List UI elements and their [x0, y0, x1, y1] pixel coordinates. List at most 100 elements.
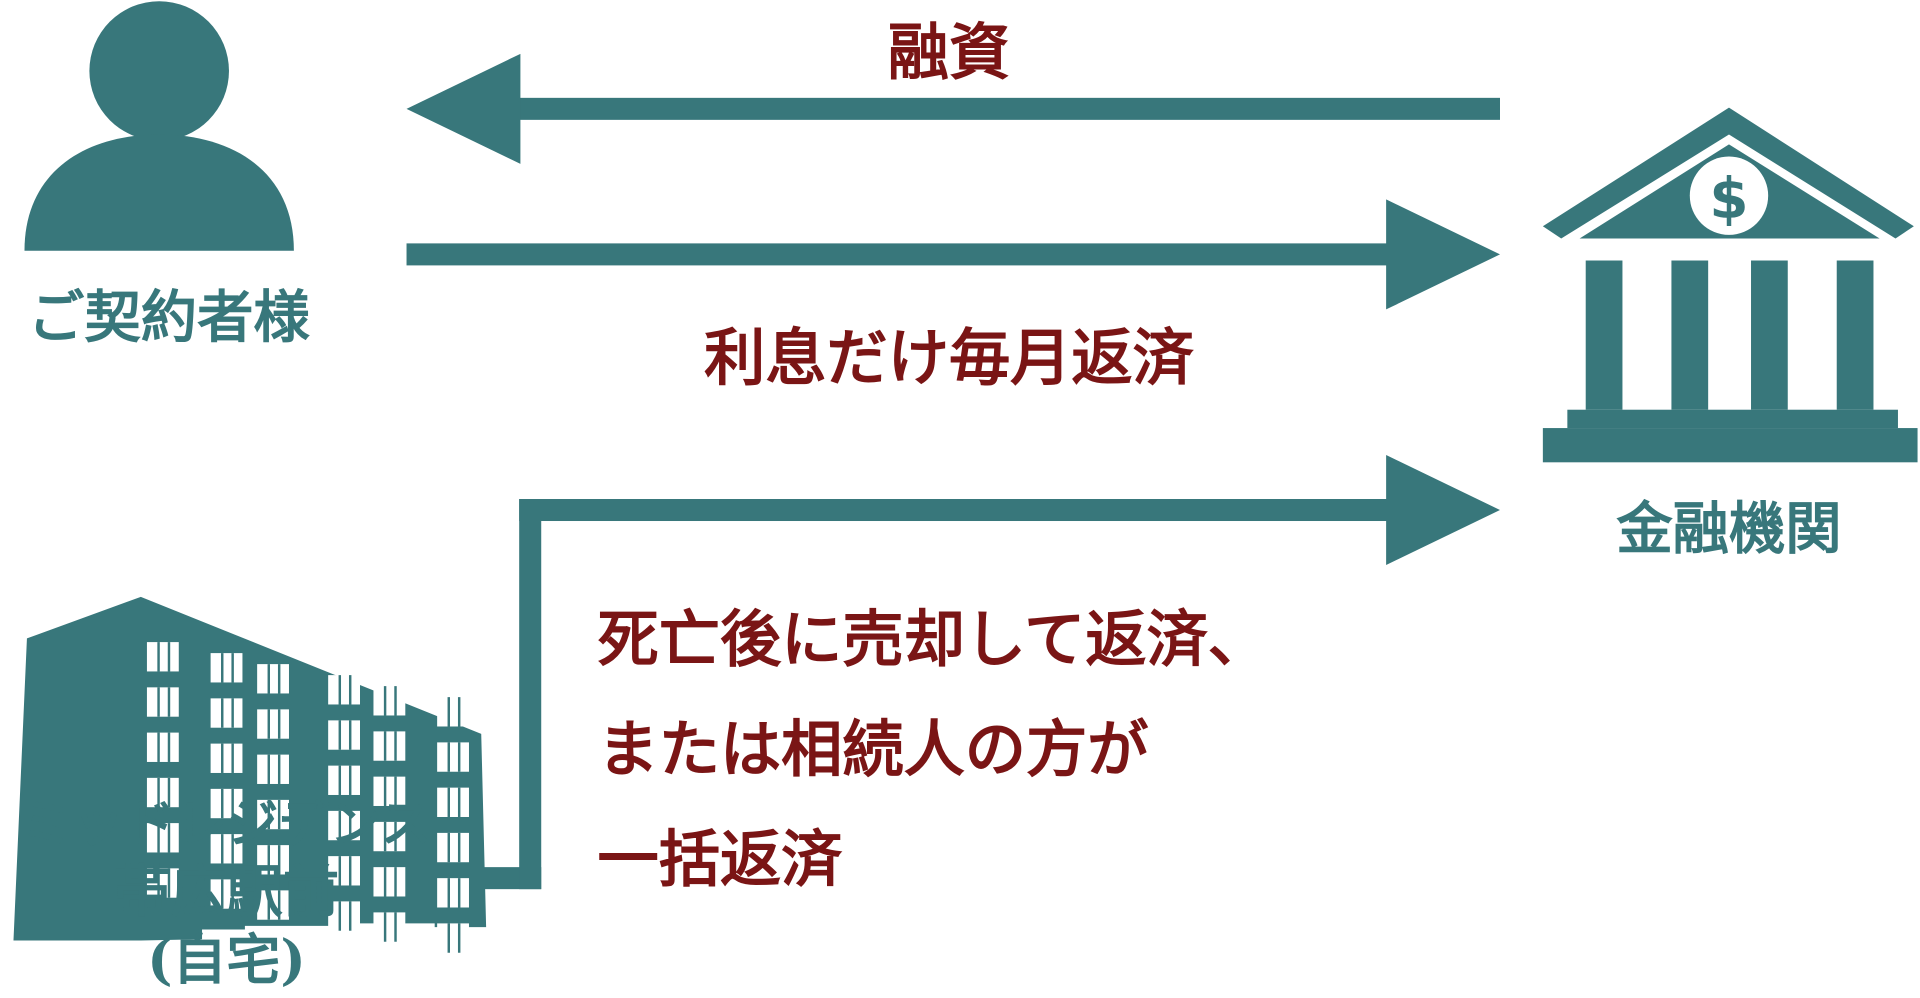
building-window — [146, 823, 179, 853]
window-mullion — [383, 686, 387, 716]
building-windows — [146, 642, 469, 953]
window-mullion — [231, 834, 234, 864]
window-mullion — [277, 664, 281, 694]
window-mullion — [277, 799, 281, 830]
bank-label: 金融機関 — [1615, 496, 1841, 562]
window-mullion — [221, 653, 224, 683]
window-mullion — [267, 754, 270, 784]
window-mullion — [338, 810, 342, 841]
building-window — [373, 731, 406, 761]
interest-arrow — [406, 199, 1500, 310]
building-window — [257, 709, 289, 739]
home-label-line3: (自宅) — [147, 927, 306, 991]
building-window — [328, 765, 360, 795]
window-mullion — [348, 675, 352, 705]
window-mullion — [231, 788, 234, 819]
building-window — [437, 697, 469, 727]
building-window — [373, 867, 406, 897]
building-window — [146, 687, 179, 717]
building-window — [210, 879, 243, 909]
window-mullion — [447, 832, 450, 863]
building-window — [373, 776, 406, 806]
window-mullion — [383, 776, 387, 806]
repayment-label-line3: 一括返済 — [598, 825, 844, 896]
building-window — [437, 878, 469, 908]
building-window — [373, 912, 406, 942]
building-window — [210, 743, 243, 773]
window-mullion — [447, 878, 450, 908]
window-mullion — [348, 901, 352, 931]
building-window — [328, 675, 360, 705]
building-window — [257, 754, 289, 784]
window-mullion — [394, 821, 397, 852]
window-mullion — [338, 720, 342, 750]
window-mullion — [267, 845, 270, 875]
repayment-label-line1: 死亡後に売却して返済、 — [598, 604, 1269, 675]
building-window — [257, 664, 289, 694]
building-window — [146, 642, 179, 672]
building-window — [373, 821, 406, 852]
window-mullion — [348, 765, 352, 795]
home-label-line2: 帯広駅前 — [114, 859, 339, 925]
window-mullion — [277, 754, 281, 784]
building-window — [328, 720, 360, 750]
window-mullion — [348, 856, 352, 886]
building-window — [257, 845, 289, 875]
window-mullion — [267, 890, 270, 920]
window-mullion — [277, 845, 281, 875]
window-mullion — [457, 742, 461, 772]
window-mullion — [394, 731, 397, 761]
window-mullion — [231, 698, 234, 728]
window-mullion — [457, 832, 461, 863]
window-mullion — [221, 743, 224, 773]
window-mullion — [394, 686, 397, 716]
window-mullion — [457, 923, 461, 953]
repayment-arrow — [406, 454, 1500, 890]
window-mullion — [338, 765, 342, 795]
window-mullion — [157, 868, 160, 898]
window-mullion — [267, 709, 270, 739]
building-window — [210, 653, 243, 683]
building-window — [210, 788, 243, 819]
building-window — [373, 686, 406, 716]
dollar-symbol: $ — [1709, 167, 1748, 232]
window-mullion — [157, 823, 160, 853]
window-mullion — [447, 787, 450, 817]
customer-label: ご契約者様 — [28, 284, 310, 350]
building-window — [437, 832, 469, 863]
window-mullion — [383, 912, 387, 942]
window-mullion — [457, 697, 461, 727]
window-mullion — [338, 856, 342, 886]
window-mullion — [394, 912, 397, 942]
window-mullion — [221, 879, 224, 909]
window-mullion — [167, 642, 171, 672]
interest-label: 利息だけ毎月返済 — [704, 323, 1194, 394]
window-mullion — [157, 687, 160, 717]
building-window — [437, 742, 469, 772]
window-mullion — [338, 901, 342, 931]
window-mullion — [338, 675, 342, 705]
window-mullion — [383, 731, 387, 761]
building-window — [257, 890, 289, 920]
window-mullion — [267, 664, 270, 694]
window-mullion — [221, 698, 224, 728]
person-icon — [24, 1, 294, 251]
building-window — [328, 856, 360, 886]
building-window — [146, 868, 179, 898]
apartment-building-icon — [13, 596, 487, 953]
window-mullion — [383, 867, 387, 897]
window-mullion — [457, 787, 461, 817]
window-mullion — [394, 776, 397, 806]
loan-arrow — [406, 53, 1500, 164]
home-label-line1: ミッドレジデンス — [21, 794, 431, 854]
window-mullion — [221, 788, 224, 819]
window-mullion — [167, 868, 171, 898]
window-mullion — [457, 878, 461, 908]
window-mullion — [231, 879, 234, 909]
bank-icon: $ — [1542, 107, 1918, 463]
window-mullion — [348, 810, 352, 841]
window-mullion — [348, 720, 352, 750]
window-mullion — [221, 834, 224, 864]
building-window — [328, 901, 360, 931]
